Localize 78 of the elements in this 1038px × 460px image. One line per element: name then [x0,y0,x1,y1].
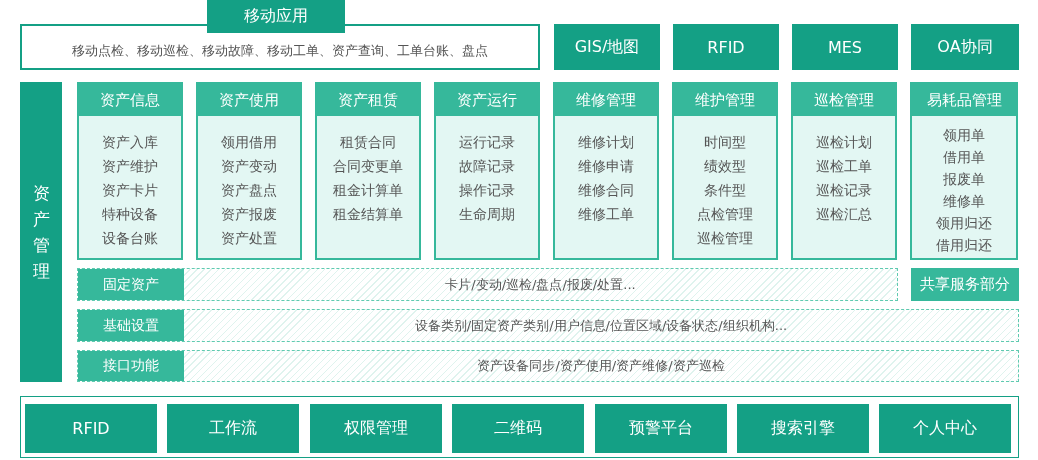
layer-row [77,350,1019,382]
platform-tile: 二维码 [452,404,585,453]
row-label: 接口功能 [78,351,184,381]
module-tile: MES [792,24,898,70]
card-header: 资产租赁 [317,84,419,116]
layer-row [77,309,1019,342]
platform-tile: 个人中心 [879,404,1012,453]
list-item: 资产入库 [101,133,159,152]
list-item: 点检管理 [696,205,754,224]
row-text: 资产设备同步/资产使用/资产维修/资产巡检 [476,357,726,375]
list-item: 维修合同 [577,181,635,200]
row-text: 设备类别/固定资产类别/用户信息/位置区域/设备状态/组织机构... [413,316,789,335]
list-item: 报废单 [942,170,986,189]
module-tile: OA协同 [911,24,1019,70]
list-item: 维修计划 [577,133,635,152]
platform-tile: RFID [25,404,157,453]
card-header: 资产信息 [79,84,181,116]
module-card [672,82,778,260]
module-card [77,82,183,260]
list-item: 资产盘点 [220,181,278,200]
list-item: 巡检汇总 [815,205,873,224]
tab-header: 移动应用 [207,0,345,33]
list-item: 维修申请 [577,157,635,176]
row-label: 基础设置 [78,310,184,341]
row-label: 固定资产 [78,269,184,300]
module-tile: GIS/地图 [554,24,660,70]
module-card [910,82,1018,260]
list-item: 维修单 [942,192,986,211]
list-item: 租赁合同 [339,133,397,152]
list-item: 条件型 [703,181,747,200]
list-item: 故障记录 [458,157,516,176]
list-item: 运行记录 [458,133,516,152]
card-header: 维护管理 [674,84,776,116]
card-header: 资产运行 [436,84,538,116]
list-item: 资产变动 [220,157,278,176]
card-header: 资产使用 [198,84,300,116]
feature-panel: 移动点检、移动巡检、移动故障、移动工单、资产查询、工单台账、盘点 [20,24,540,70]
list-item: 借用单 [942,148,986,167]
list-item: 巡检计划 [815,133,873,152]
list-item: 资产处置 [220,229,278,248]
list-item: 绩效型 [703,157,747,176]
platform-tile: 权限管理 [309,404,442,453]
side-bar: 资产管理 [20,82,62,382]
list-item: 资产卡片 [101,181,159,200]
module-card [791,82,897,260]
platform-tile: 工作流 [167,404,300,453]
list-item: 巡检记录 [815,181,873,200]
service-tile: 共享服务部分 [911,268,1019,301]
list-item: 合同变更单 [332,157,404,176]
list-item: 领用借用 [220,133,278,152]
list-item: 时间型 [703,133,747,152]
card-header: 巡检管理 [793,84,895,116]
module-card [434,82,540,260]
list-item: 租金结算单 [332,205,404,224]
list-item: 操作记录 [458,181,516,200]
card-header: 易耗品管理 [912,84,1016,116]
row-text: 卡片/变动/巡检/盘点/报废/处置... [444,275,637,294]
module-card [553,82,659,260]
list-item: 资产报废 [220,205,278,224]
list-item: 租金计算单 [332,181,404,200]
list-item: 维修工单 [577,205,635,224]
card-header: 维修管理 [555,84,657,116]
list-item: 生命周期 [458,205,516,224]
platform-panel [20,396,1019,458]
module-card [315,82,421,260]
list-item: 借用归还 [935,236,993,255]
list-item: 领用归还 [935,214,993,233]
layer-row [77,268,898,301]
list-item: 巡检管理 [696,229,754,248]
list-item: 特种设备 [101,205,159,224]
list-item: 设备台账 [101,229,159,248]
module-card [196,82,302,260]
list-item: 巡检工单 [815,157,873,176]
platform-tile: 预警平台 [594,404,727,453]
platform-tile: 搜索引擎 [737,404,869,453]
list-item: 领用单 [942,126,986,145]
module-tile: RFID [673,24,779,70]
list-item: 资产维护 [101,157,159,176]
